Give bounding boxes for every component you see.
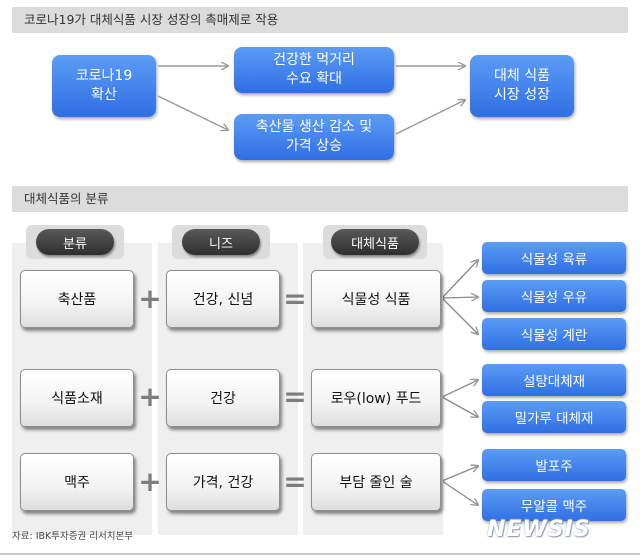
row-3-category: 맥주 bbox=[20, 453, 134, 511]
equals-sign: = bbox=[283, 465, 307, 498]
row-2-alt-food: 로우(low) 푸드 bbox=[311, 369, 441, 427]
header-alt-food: 대체식품 bbox=[331, 229, 419, 255]
source-note: 자료: IBK투자증권 리서치본부 bbox=[12, 531, 133, 542]
row-2-need: 건강 bbox=[166, 369, 280, 427]
output-sugar-substitute: 설탕대체재 bbox=[482, 364, 626, 396]
arrow-to-flour-sub bbox=[441, 396, 478, 417]
node-covid-spread: 코로나19 확산 bbox=[52, 55, 156, 117]
header-category: 분류 bbox=[36, 229, 114, 255]
row-2-category: 식품소재 bbox=[20, 369, 134, 427]
node-alt-food-market-growth: 대체 식품 시장 성장 bbox=[470, 55, 574, 117]
row-3-need: 가격, 건강 bbox=[166, 453, 280, 511]
output-flour-substitute: 밀가루 대체재 bbox=[482, 401, 626, 433]
plus-sign: + bbox=[138, 282, 162, 315]
header-needs: 니즈 bbox=[182, 229, 260, 255]
output-plant-egg: 식물성 계란 bbox=[482, 318, 626, 350]
node-livestock-decline: 축산물 생산 감소 및 가격 상승 bbox=[234, 114, 394, 160]
row-1-category: 축산품 bbox=[20, 270, 134, 328]
row-3-alt-food: 부담 줄인 술 bbox=[311, 453, 441, 511]
equals-sign: = bbox=[283, 380, 307, 413]
arrow-to-happoshu bbox=[441, 466, 478, 482]
arrow-to-plant-milk bbox=[441, 297, 478, 298]
arrow-to-plant-egg bbox=[441, 297, 478, 334]
arrow-livestock-to-market bbox=[395, 100, 465, 135]
row-1-alt-food: 식물성 식품 bbox=[311, 270, 441, 328]
row-1-need: 건강, 신념 bbox=[166, 270, 280, 328]
output-nonalcoholic-beer: 무알콜 맥주 bbox=[482, 489, 626, 521]
section-title-classification: 대체식품의 분류 bbox=[12, 186, 628, 212]
output-plant-meat: 식물성 육류 bbox=[482, 242, 626, 274]
arrow-to-sugar-sub bbox=[441, 380, 478, 398]
node-healthy-food-demand: 건강한 먹거리 수요 확대 bbox=[234, 47, 394, 93]
output-happoshu: 발포주 bbox=[482, 449, 626, 481]
arrow-covid-to-livestock bbox=[157, 95, 228, 130]
plus-sign: + bbox=[138, 465, 162, 498]
section-title-catalyst: 코로나19가 대체식품 시장 성장의 촉매제로 작용 bbox=[12, 7, 628, 33]
newsis-watermark: NEWSIS bbox=[487, 517, 591, 542]
bottom-divider bbox=[0, 553, 640, 555]
plus-sign: + bbox=[138, 380, 162, 413]
output-plant-milk: 식물성 우유 bbox=[482, 280, 626, 312]
equals-sign: = bbox=[283, 282, 307, 315]
arrow-to-plant-meat bbox=[441, 260, 478, 299]
arrow-to-nonalc-beer bbox=[441, 480, 478, 505]
